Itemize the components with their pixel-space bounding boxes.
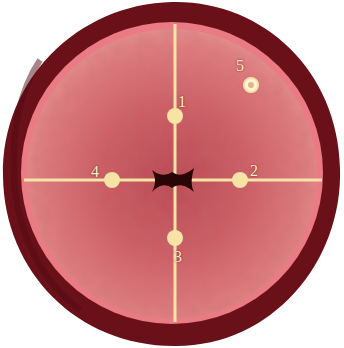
mucosa-texture xyxy=(27,29,317,319)
point-dot xyxy=(167,108,183,124)
point-dot-center xyxy=(248,82,254,88)
point-dot xyxy=(232,172,248,188)
vertical-axis xyxy=(174,24,177,322)
callout-number: 3 xyxy=(174,249,182,265)
callout-number: 5 xyxy=(236,58,244,74)
callout-number: 4 xyxy=(91,164,99,180)
point-dot xyxy=(104,172,120,188)
point-dot xyxy=(167,230,183,246)
mucosa xyxy=(27,29,317,319)
external-os xyxy=(152,168,194,192)
point-dot xyxy=(244,78,258,92)
callout-number: 2 xyxy=(250,163,258,179)
callout-number: 1 xyxy=(178,94,186,110)
inner-rim xyxy=(21,22,323,324)
outer-ring xyxy=(3,2,340,346)
